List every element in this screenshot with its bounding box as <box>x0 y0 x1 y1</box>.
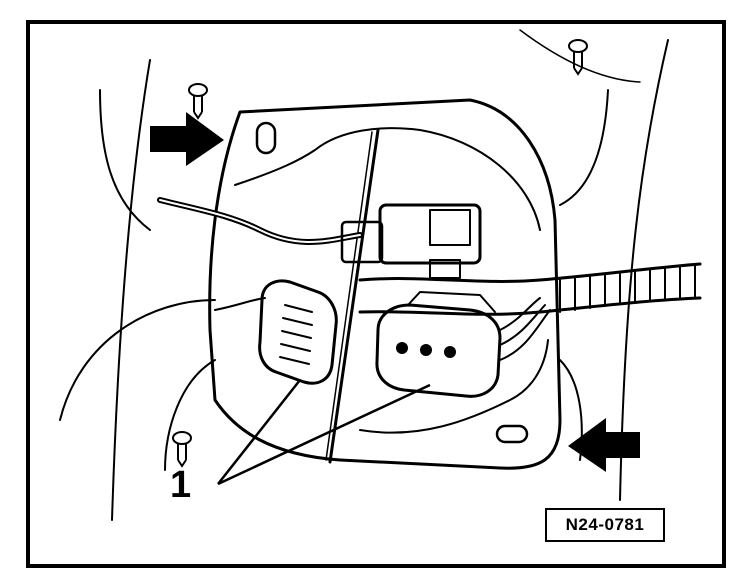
screw-icon <box>172 431 192 468</box>
round-connector-top <box>407 291 496 313</box>
body-line-left-2 <box>99 89 151 231</box>
relay-clip <box>340 220 384 264</box>
body-line-left <box>111 59 151 521</box>
callout-leader-right <box>217 383 431 486</box>
mounting-slot-upper <box>255 121 277 155</box>
relay-tab <box>429 259 461 279</box>
body-line-right-2 <box>559 89 609 206</box>
screw-icon <box>188 83 208 120</box>
callout-leader-left <box>217 379 301 485</box>
plate-contour <box>234 127 541 231</box>
figure-reference-code: N24-0781 <box>545 508 665 542</box>
upper-wire-inner <box>159 199 361 243</box>
body-line-lower-left <box>59 299 216 421</box>
connector-wires <box>499 297 551 361</box>
connector-pin-1 <box>396 342 408 354</box>
callout-label: 1 <box>170 464 192 506</box>
screw-icon <box>568 39 588 76</box>
arrow-icon <box>568 418 640 472</box>
connector-pin-2 <box>420 344 432 356</box>
left-connector-pins <box>279 304 313 365</box>
body-line-top <box>519 29 641 83</box>
mounting-slot-lower <box>495 424 529 444</box>
left-connector <box>258 279 338 385</box>
plate-contour-lower <box>359 339 549 434</box>
round-connector <box>375 303 502 398</box>
plate-divider-rod-2 <box>325 131 373 461</box>
relay-cap <box>429 209 471 246</box>
mounting-plate <box>208 98 562 470</box>
body-line-lower-left-2 <box>164 359 216 471</box>
figure-frame <box>26 20 726 568</box>
plate-divider-rod <box>328 128 380 464</box>
connector-pin-3 <box>444 346 456 358</box>
body-line-right <box>619 39 669 501</box>
left-wire <box>214 297 266 311</box>
arrow-icon <box>150 112 224 166</box>
main-harness-top <box>358 262 702 283</box>
harness-ribs <box>559 264 696 313</box>
